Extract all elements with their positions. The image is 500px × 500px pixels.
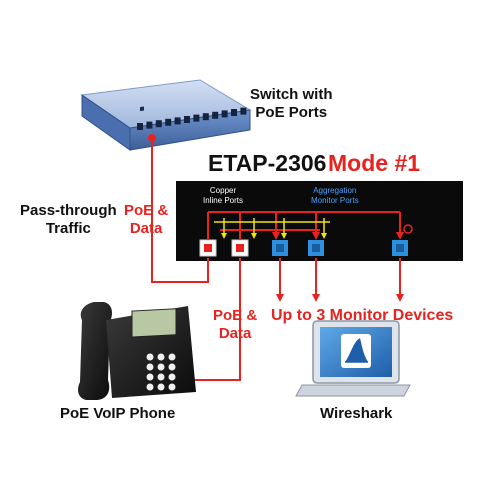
copper-ports-line-2: Inline Ports (203, 196, 244, 205)
switch-label: Switch with PoE Ports (250, 86, 333, 122)
switch-label-line-1: Switch with (250, 86, 333, 103)
aggregation-ports-line-2: Monitor Ports (311, 196, 359, 205)
mode-title: Mode #1 (328, 150, 421, 176)
copper-ports-line-1: Copper (209, 186, 237, 195)
switch-port (231, 112, 237, 116)
phone-icon (78, 302, 196, 400)
switch-port (137, 126, 143, 130)
switch-port (231, 109, 237, 113)
product-title: ETAP-2306 (208, 150, 327, 176)
switch-port (221, 113, 228, 118)
switch-port (146, 121, 153, 126)
poe-data-bottom-line-2: Data (218, 325, 252, 342)
switch-label-line-2: PoE Ports (255, 104, 328, 121)
switch-port (155, 120, 162, 125)
switch-port (202, 116, 209, 121)
switch-port (221, 110, 228, 115)
switch-port (193, 114, 200, 119)
switch-port (137, 123, 143, 127)
poe-data-label-top: PoE & Data (124, 202, 168, 238)
poe-data-label-bottom: PoE & Data (213, 307, 257, 343)
switch-port (146, 124, 153, 129)
wireshark-fin-icon (341, 334, 371, 368)
switch-port (212, 114, 219, 119)
pass-through-line-2: Traffic (45, 220, 91, 237)
switch-port (212, 111, 219, 116)
pass-through-line-1: Pass-through (20, 202, 117, 219)
switch-port (165, 118, 172, 123)
switch-port (165, 121, 172, 126)
switch-icon (80, 79, 252, 151)
switch-port (184, 116, 190, 120)
monitor-devices-label: Up to 3 Monitor Devices (271, 307, 454, 324)
aggregation-ports-line-1: Aggregation (313, 186, 357, 195)
switch-port (155, 123, 162, 128)
switch-port (174, 120, 181, 125)
pass-through-label: Pass-through Traffic (20, 202, 117, 238)
switch-port (184, 119, 190, 123)
copper-ports-label: Copper Inline Ports (203, 186, 243, 206)
poe-data-top-line-2: Data (129, 220, 163, 237)
poe-data-bottom-line-1: PoE & (213, 307, 258, 324)
switch-port (202, 113, 209, 118)
aggregation-ports-label: Aggregation Monitor Ports (311, 186, 359, 206)
tap-device-icon (176, 181, 463, 261)
poe-data-top-line-1: PoE & (124, 202, 169, 219)
switch-port (240, 110, 247, 115)
wireshark-label: Wireshark (320, 405, 393, 422)
switch-port (240, 107, 247, 112)
laptop-icon (295, 320, 411, 397)
switch-port (174, 117, 181, 122)
switch-port (193, 117, 200, 122)
phone-label: PoE VoIP Phone (60, 405, 176, 422)
